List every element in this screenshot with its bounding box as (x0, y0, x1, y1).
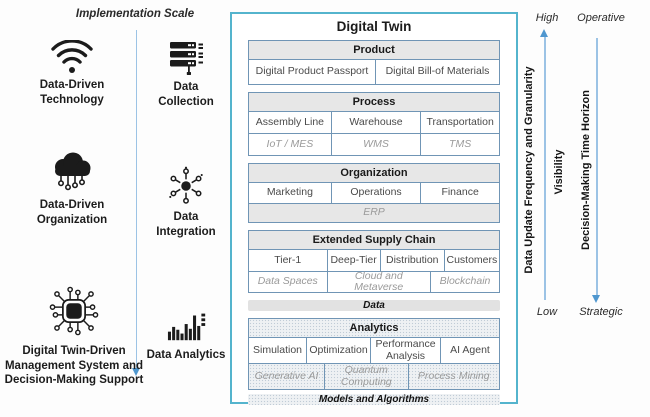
cell-operations: Operations (330, 183, 421, 203)
digital-twin-title: Digital Twin (336, 19, 412, 34)
cloud-network-icon (46, 150, 98, 194)
section-header-extended-supply-chain: Extended Supply Chain (249, 231, 499, 250)
high-label: High (535, 12, 559, 24)
cell-data-spaces: Data Spaces (257, 275, 318, 288)
cell-tier-1: Tier-1 (274, 253, 302, 266)
cell-blockchain: Blockchain (430, 272, 499, 292)
left-item-label: Data Analytics (146, 349, 226, 361)
section-organization: Organization Marketing Operations Financ… (248, 163, 500, 223)
visibility-label: Visibility (553, 149, 565, 195)
left-item-data-collection: Data Collection (148, 40, 224, 109)
cell-ai-agent: AI Agent (440, 338, 499, 363)
section-header-analytics: Analytics (249, 319, 499, 338)
cell-generative-ai: Generative AI (254, 369, 319, 382)
section-header-organization: Organization (249, 164, 499, 183)
wifi-icon (50, 40, 94, 74)
cell-performance-analysis: Performance Analysis (370, 338, 440, 363)
digital-twin-box: Digital Twin Product Digital Product Pas… (230, 12, 518, 405)
cell-marketing: Marketing (266, 186, 313, 199)
implementation-scale-label: Implementation Scale (75, 8, 195, 20)
cell-deep-tier: Deep-Tier (326, 250, 380, 271)
left-item-data-driven-technology: Data-Driven Technology (7, 40, 137, 107)
horizon-axis-label: Decision-Making Time Horizon (580, 90, 592, 250)
cell-optimization: Optimization (306, 338, 370, 363)
cell-cloud-and-metaverse: Cloud and Metaverse (326, 270, 431, 293)
cell-simulation: Simulation (249, 338, 306, 363)
cell-warehouse: Warehouse (330, 112, 421, 133)
frequency-arrow (544, 37, 546, 300)
horizon-arrowhead-icon (592, 295, 600, 303)
hub-network-icon (166, 166, 206, 206)
left-item-data-driven-organization: Data-Driven Organization (7, 150, 137, 227)
section-product: Product Digital Product Passport Digital… (248, 40, 500, 85)
low-label: Low (536, 306, 558, 318)
left-item-label: Data-Driven Technology (39, 79, 105, 106)
cell-finance: Finance (420, 183, 499, 203)
cell-iot-mes: IoT / MES (266, 137, 314, 150)
section-extended-supply-chain: Extended Supply Chain Tier-1 Deep-Tier D… (248, 230, 500, 293)
section-process: Process Assembly Line Warehouse Transpor… (248, 92, 500, 156)
left-item-label: Data-Driven Organization (36, 199, 108, 226)
left-item-label: Data Integration (156, 211, 216, 238)
cell-tms: TMS (420, 134, 499, 155)
cell-transportation: Transportation (420, 112, 499, 133)
models-and-algorithms-band: Models and Algorithms (248, 394, 500, 405)
frequency-axis-label: Data Update Frequency and Granularity (523, 66, 535, 274)
left-item-data-integration: Data Integration (148, 166, 224, 239)
left-item-dt-management-support: Digital Twin-Driven Management System an… (0, 282, 148, 388)
cell-customers: Customers (443, 250, 499, 271)
cell-erp: ERP (363, 206, 385, 219)
cell-digital-bill-of-materials: Digital Bill-of Materials (375, 60, 499, 84)
strategic-label: Strategic (579, 306, 623, 318)
implementation-scale-arrowhead-icon (131, 368, 140, 376)
bar-chart-icon (166, 306, 206, 344)
operative-label: Operative (577, 12, 625, 24)
left-item-label: Digital Twin-Driven Management System an… (4, 345, 144, 387)
cell-quantum-computing: Quantum Computing (324, 364, 408, 389)
chip-icon (45, 282, 103, 340)
cell-distribution: Distribution (379, 250, 444, 271)
data-band: Data (248, 300, 500, 311)
cell-assembly-line: Assembly Line (255, 115, 325, 128)
left-item-data-analytics: Data Analytics (146, 306, 226, 363)
cell-wms: WMS (330, 134, 421, 155)
cell-process-mining: Process Mining (407, 364, 500, 389)
left-item-label: Data Collection (158, 81, 214, 108)
horizon-arrow (596, 38, 598, 295)
implementation-scale-arrow (135, 30, 137, 368)
frequency-arrowhead-icon (540, 29, 548, 37)
section-analytics: Analytics Simulation Optimization Perfor… (248, 318, 500, 390)
section-header-product: Product (249, 41, 499, 60)
section-header-process: Process (249, 93, 499, 112)
cell-digital-product-passport: Digital Product Passport (255, 65, 369, 78)
server-stack-icon (168, 40, 204, 76)
